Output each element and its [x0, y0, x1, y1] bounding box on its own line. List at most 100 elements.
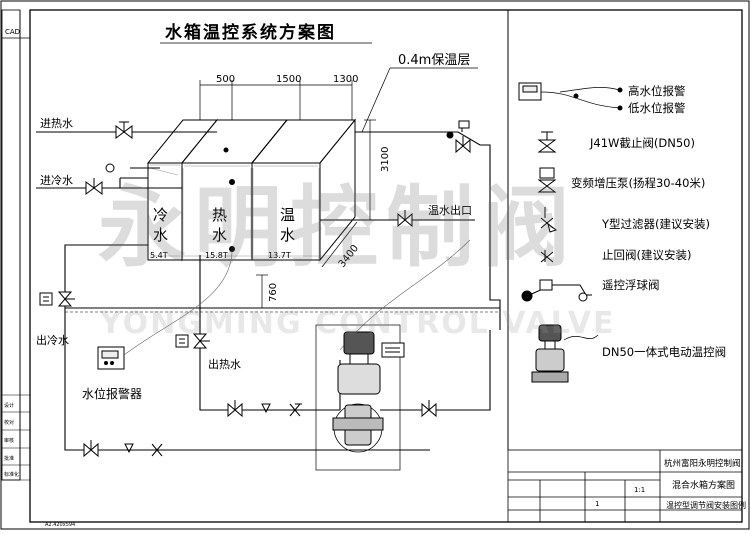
tank-labels: 冷 水 热 水 温 水: [153, 206, 295, 244]
alarm-box-label: 水位报警器: [82, 386, 142, 401]
warm-loop-pipe: [355, 131, 501, 330]
ground-line: [65, 307, 500, 313]
legend-filter: Y型过滤器(建议安装): [601, 217, 710, 231]
valve-bottom-2: [421, 400, 437, 418]
check-valve-2: [151, 443, 163, 457]
legend-check-valve: 止回阀(建议安装): [602, 248, 691, 262]
cold-tank-char2: 水: [153, 226, 168, 244]
warm-tank-side: [319, 118, 356, 262]
hot-tank-front: [181, 162, 253, 261]
title-block-subtitle: 温控型调节阀安装图例: [666, 500, 746, 510]
valve-cold-out: [57, 291, 75, 307]
page-title: 水箱温控系统方案图: [165, 22, 336, 43]
hot-tank-char2: 水: [212, 226, 227, 244]
cold-tank-temp: 5.4T: [150, 251, 168, 260]
insulation-hatch: [149, 164, 320, 258]
legend-float-valve: 遥控浮球阀: [602, 278, 660, 292]
valve-cold-bottom: [83, 440, 99, 458]
valve-float-top: [458, 120, 470, 132]
strip-label: 标准化: [4, 471, 19, 478]
valve-hot-in: [115, 121, 133, 139]
title-block: [507, 449, 743, 523]
strip-label: 校对: [4, 419, 14, 426]
title-block-scale: 1:1: [634, 486, 645, 494]
pump-hot: [175, 334, 189, 348]
strip-label: 批准: [4, 455, 14, 462]
legend-check-valve-icon: [540, 250, 554, 263]
sensor-low: [229, 246, 235, 252]
hot-out-pipe: [199, 255, 340, 411]
watermark-en: YONGMING CONTROL VALVE: [99, 306, 615, 341]
legend-pump: 变频增压泵(扬程30-40米): [571, 176, 705, 190]
cold-out-label: 出冷水: [36, 333, 69, 347]
warm-tank-front: [251, 162, 321, 261]
dim-500: 500: [216, 74, 235, 85]
insulation-label: 0.4m保温层: [398, 53, 470, 68]
legend-low-alarm: 低水位报警: [628, 101, 686, 115]
cold-out-pipe: [64, 244, 430, 451]
diagram-filters: [124, 403, 302, 457]
watermark: 永明控制阀 YONGMING CONTROL VALVE: [98, 176, 615, 341]
tanks: [146, 118, 357, 262]
legend-float-valve-icon: [521, 279, 592, 302]
sensor-high: [229, 179, 235, 185]
legend-temp-valve: DN50一体式电动温控阀: [602, 345, 726, 359]
float-valve-cold: [105, 163, 115, 173]
diagram-valves: [57, 120, 471, 458]
cold-tank-char1: 冷: [153, 206, 168, 224]
check-valve-1: [289, 403, 302, 417]
valve-loop: [455, 136, 471, 154]
control-box: [381, 342, 405, 358]
temp-control-valve: [315, 324, 405, 471]
left-strip-cells: [2, 394, 30, 481]
filter-2: [124, 443, 134, 454]
cold-in-label: 进冷水: [40, 174, 73, 187]
legend-stop-valve-icon: [537, 131, 557, 153]
warm-tank-char2: 水: [280, 226, 295, 244]
filter-1: [261, 403, 271, 414]
strip-label: 设计: [4, 402, 14, 409]
legend-alarm-icon: [518, 82, 623, 111]
dim-ground: 760: [268, 283, 279, 302]
inner-border: [29, 9, 743, 523]
alarm-box: [97, 346, 125, 370]
valve-cold-in: [85, 178, 103, 195]
warm-out-label: 温水出口: [428, 203, 472, 217]
warm-tank-char1: 温: [280, 206, 295, 224]
legend-high-alarm: 高水位报警: [628, 84, 686, 98]
valve-warm-out: [397, 210, 413, 228]
title-block-sheet: 1: [595, 500, 599, 508]
dim-1500: 1500: [276, 74, 301, 85]
legend-filter-icon: [540, 207, 558, 233]
valve-hot-out: [192, 333, 210, 349]
legend: 高水位报警 低水位报警 J41W截止阀(DN50) 变频增压泵(扬程30-40米…: [518, 82, 726, 383]
title-block-company: 杭州富阳永明控制阀: [664, 458, 741, 469]
pump-cold: [39, 292, 53, 306]
left-strip: [1, 9, 21, 481]
legend-pump-icon: [537, 167, 557, 193]
diagram-pumps: [39, 131, 454, 348]
hot-out-label: 出热水: [208, 357, 241, 371]
dim-1300: 1300: [333, 74, 358, 85]
hot-in-label: 进热水: [40, 117, 73, 130]
hot-tank-temp: 15.8T: [205, 251, 228, 260]
strip-label: 审核: [4, 437, 14, 444]
paper-size: A2.420x594: [45, 522, 75, 528]
dim-height: 3100: [380, 147, 391, 172]
watermark-cn: 永明控制阀: [98, 176, 578, 279]
sensor-top: [223, 147, 229, 153]
hot-tank-char1: 热: [212, 206, 227, 224]
alarm-wire: [123, 251, 233, 356]
cad-label: CAD: [5, 28, 20, 36]
level-sensors: [223, 147, 235, 252]
legend-temp-valve-icon: [531, 324, 599, 383]
warm-tank-temp: 13.7T: [268, 251, 291, 260]
title-block-drawing: 混合水箱方案图: [672, 479, 735, 491]
valve-bottom-1: [227, 400, 243, 418]
valve-body: [337, 363, 381, 395]
left-strip-labels: 设计 校对 审核 批准 标准化: [4, 402, 19, 478]
legend-stop-valve: J41W截止阀(DN50): [589, 136, 695, 150]
